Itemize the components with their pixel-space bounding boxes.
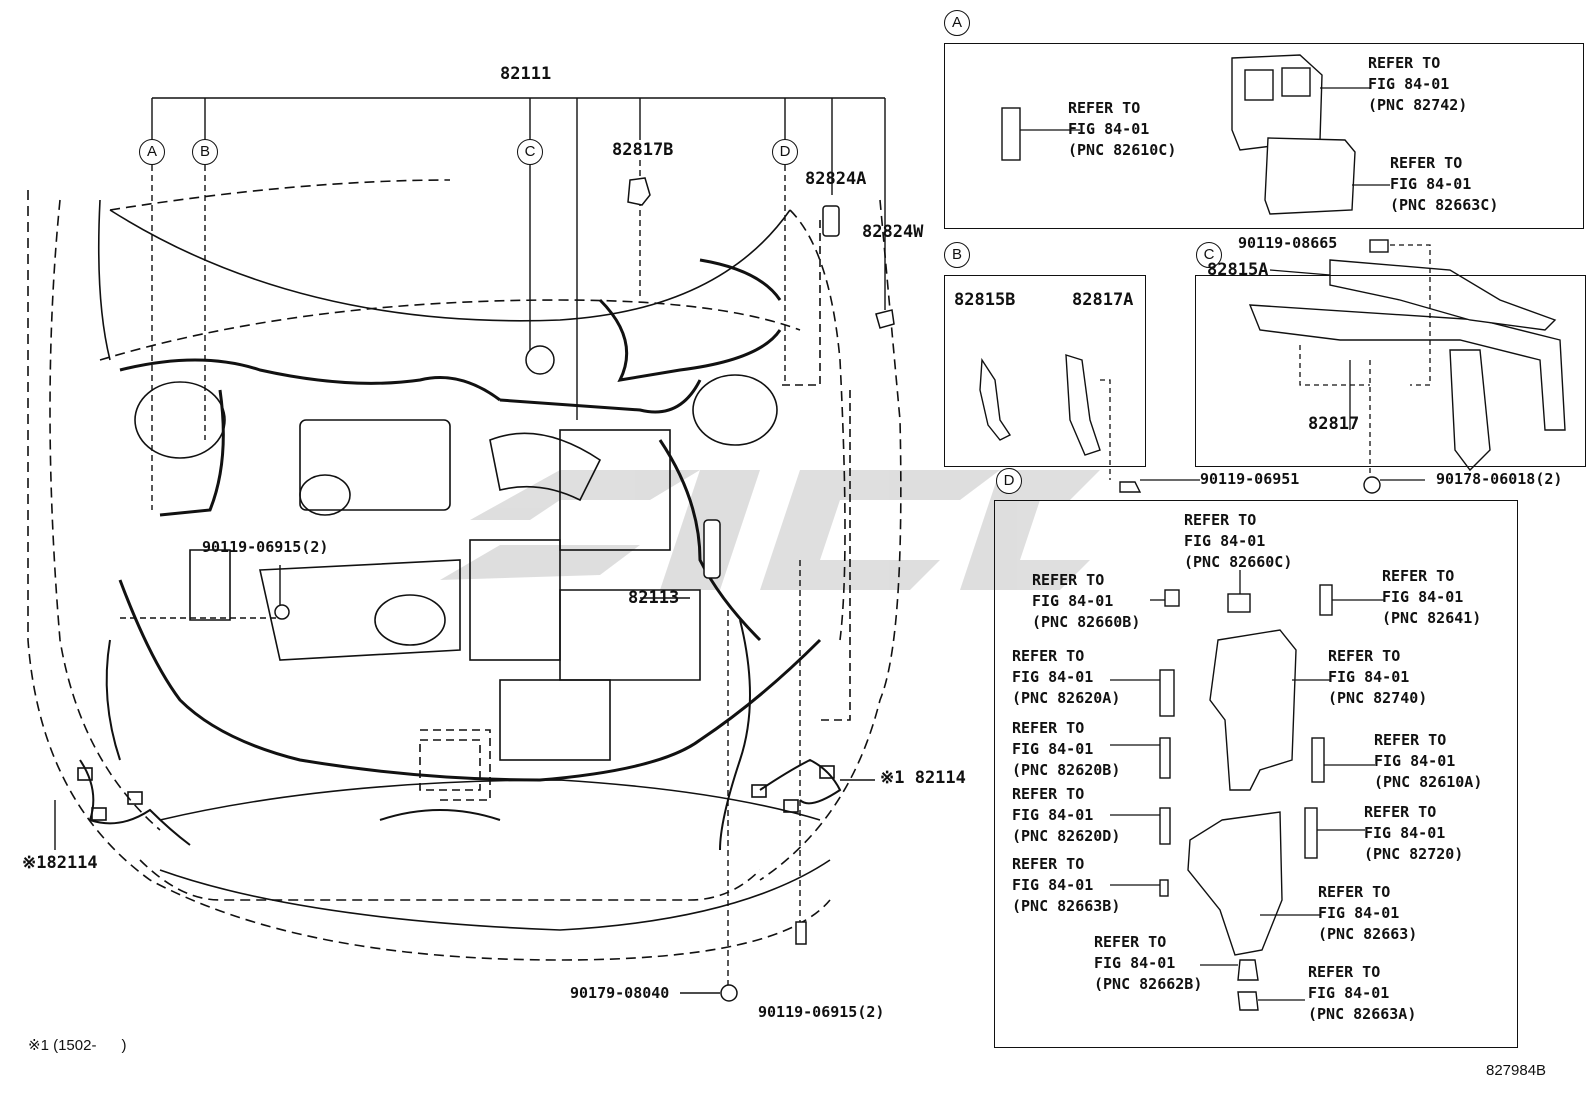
detail-parts-artwork bbox=[979, 54, 1566, 1011]
bolt-90119-06915-left-label[interactable]: 90119-06915(2) bbox=[202, 538, 329, 556]
bolt-90119-08665-label[interactable]: 90119-08665 bbox=[1238, 234, 1338, 252]
detail-d-box bbox=[994, 500, 1518, 1048]
detail-b-box bbox=[944, 275, 1146, 467]
clip-90179-08040-label[interactable]: 90179-08040 bbox=[570, 984, 670, 1002]
detail-c-box bbox=[1195, 275, 1586, 467]
detail-a-box bbox=[944, 43, 1584, 229]
engine-bay-drawing bbox=[27, 179, 902, 961]
cover-icon bbox=[1264, 137, 1356, 215]
callout-d[interactable]: D bbox=[772, 139, 798, 165]
bolt-90119-06915-bottom-label[interactable]: 90119-06915(2) bbox=[758, 1003, 885, 1021]
detail-c-letter: C bbox=[1196, 242, 1222, 268]
pnc-82817a-label[interactable]: 82817A bbox=[1072, 290, 1134, 310]
relay-block-icon bbox=[1001, 107, 1021, 161]
pnc-82824w-label[interactable]: 82824W bbox=[862, 222, 924, 242]
callout-c[interactable]: C bbox=[517, 139, 543, 165]
figure-number: 827984B bbox=[1486, 1062, 1547, 1079]
part-glyphs bbox=[274, 177, 895, 1002]
pnc-82824a-label[interactable]: 82824A bbox=[805, 169, 867, 189]
pnc-82114-right-label[interactable]: ※1 82114 bbox=[880, 768, 966, 788]
pnc-82817-label[interactable]: 82817 bbox=[1308, 414, 1360, 434]
detail-a-letter: A bbox=[944, 10, 970, 36]
footnote: ※1 (1502- ) bbox=[28, 1037, 127, 1054]
bolt-90119-06951-label[interactable]: 90119-06951 bbox=[1200, 470, 1300, 488]
pnc-82111-label[interactable]: 82111 bbox=[500, 64, 552, 84]
detail-b-letter: B bbox=[944, 242, 970, 268]
callout-a[interactable]: A bbox=[139, 139, 165, 165]
pnc-82113-label[interactable]: 82113 bbox=[628, 588, 680, 608]
detail-leaders bbox=[1020, 87, 1431, 1001]
clip-90178-06018-label[interactable]: 90178-06018(2) bbox=[1436, 470, 1563, 488]
relay-block-d-icon bbox=[1209, 629, 1297, 791]
callout-b[interactable]: B bbox=[192, 139, 218, 165]
detail-d-letter: D bbox=[996, 468, 1022, 494]
fuse-block-d-icon bbox=[1187, 811, 1283, 956]
leader-lines bbox=[54, 97, 886, 994]
pnc-82815a-label[interactable]: 82815A bbox=[1207, 260, 1269, 280]
pnc-82817b-label[interactable]: 82817B bbox=[612, 140, 674, 160]
pnc-82114-left-label[interactable]: ※182114 bbox=[22, 853, 98, 873]
pnc-82815b-label[interactable]: 82815B bbox=[954, 290, 1016, 310]
